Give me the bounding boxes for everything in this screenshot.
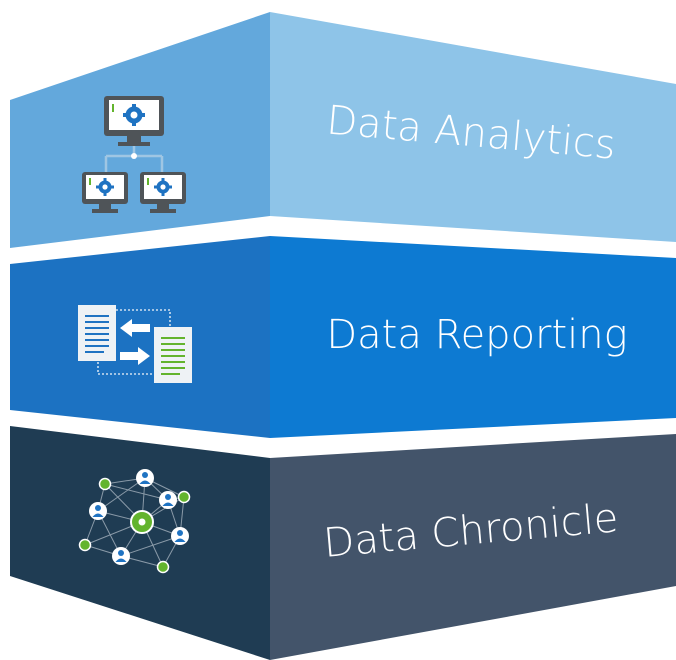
person-node-icon xyxy=(171,527,189,545)
layer-analytics: Data Analytics xyxy=(10,12,676,248)
layer-reporting-right-face xyxy=(270,236,676,438)
people-network-icon xyxy=(78,469,191,574)
person-node-icon xyxy=(136,469,154,487)
person-node-icon xyxy=(112,547,130,565)
layer-reporting: Data Reporting xyxy=(10,236,676,438)
network-computers-icon xyxy=(82,96,186,213)
layer-reporting-label: Data Reporting xyxy=(326,312,627,358)
document-exchange-icon xyxy=(78,305,192,383)
person-node-icon xyxy=(89,502,107,520)
person-node-icon xyxy=(159,491,177,509)
layer-chronicle: Data Chronicle xyxy=(10,426,676,660)
layer-analytics-right-face xyxy=(270,12,676,242)
layer-reporting-left-face xyxy=(10,236,270,438)
layer-chronicle-right-face xyxy=(270,434,676,660)
layer-chronicle-left-face xyxy=(10,426,270,660)
